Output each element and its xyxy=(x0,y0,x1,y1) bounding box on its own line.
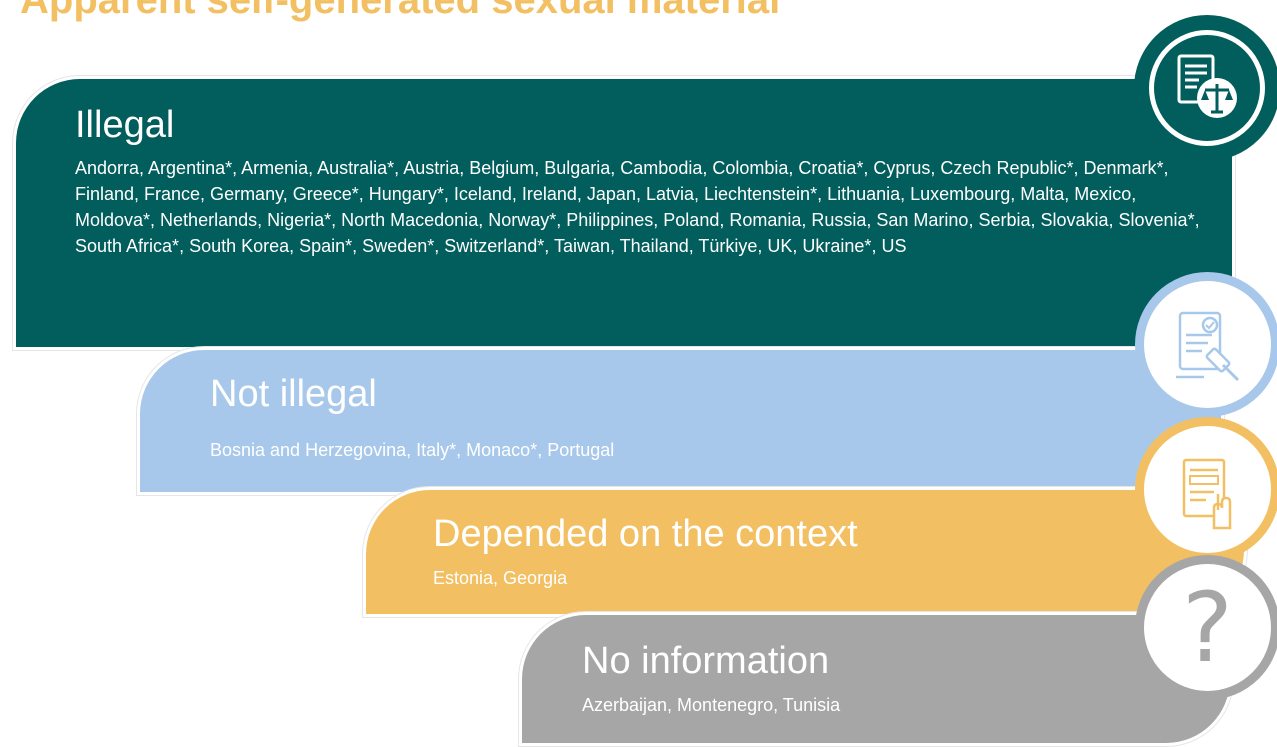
legal-document-gavel-icon xyxy=(1135,272,1277,417)
panel-heading: Not illegal xyxy=(210,373,377,415)
country-list: Andorra, Argentina*, Armenia, Australia*… xyxy=(75,158,1200,256)
panel-no-information: No information Azerbaijan, Montenegro, T… xyxy=(522,615,1230,743)
question-mark-glyph: ? xyxy=(1182,571,1233,684)
country-list: Bosnia and Herzegovina, Italy*, Monaco*,… xyxy=(210,440,615,460)
country-list: Estonia, Georgia xyxy=(433,568,568,588)
page-title: Apparent self-generated sexual material xyxy=(20,0,781,22)
panel-heading: Illegal xyxy=(75,104,175,146)
panel-not-illegal: Not illegal Bosnia and Herzegovina, Ital… xyxy=(140,350,1221,492)
document-hand-icon xyxy=(1135,417,1277,562)
panel-heading: No information xyxy=(582,640,830,682)
panel-illegal: Illegal Andorra, Argentina*, Armenia, Au… xyxy=(16,79,1232,347)
panel-depended-on-context: Depended on the context Estonia, Georgia xyxy=(366,490,1244,614)
question-mark-icon: ? xyxy=(1135,555,1277,700)
panel-heading: Depended on the context xyxy=(433,513,858,555)
law-document-scales-icon xyxy=(1134,15,1277,161)
country-list: Azerbaijan, Montenegro, Tunisia xyxy=(582,695,841,715)
